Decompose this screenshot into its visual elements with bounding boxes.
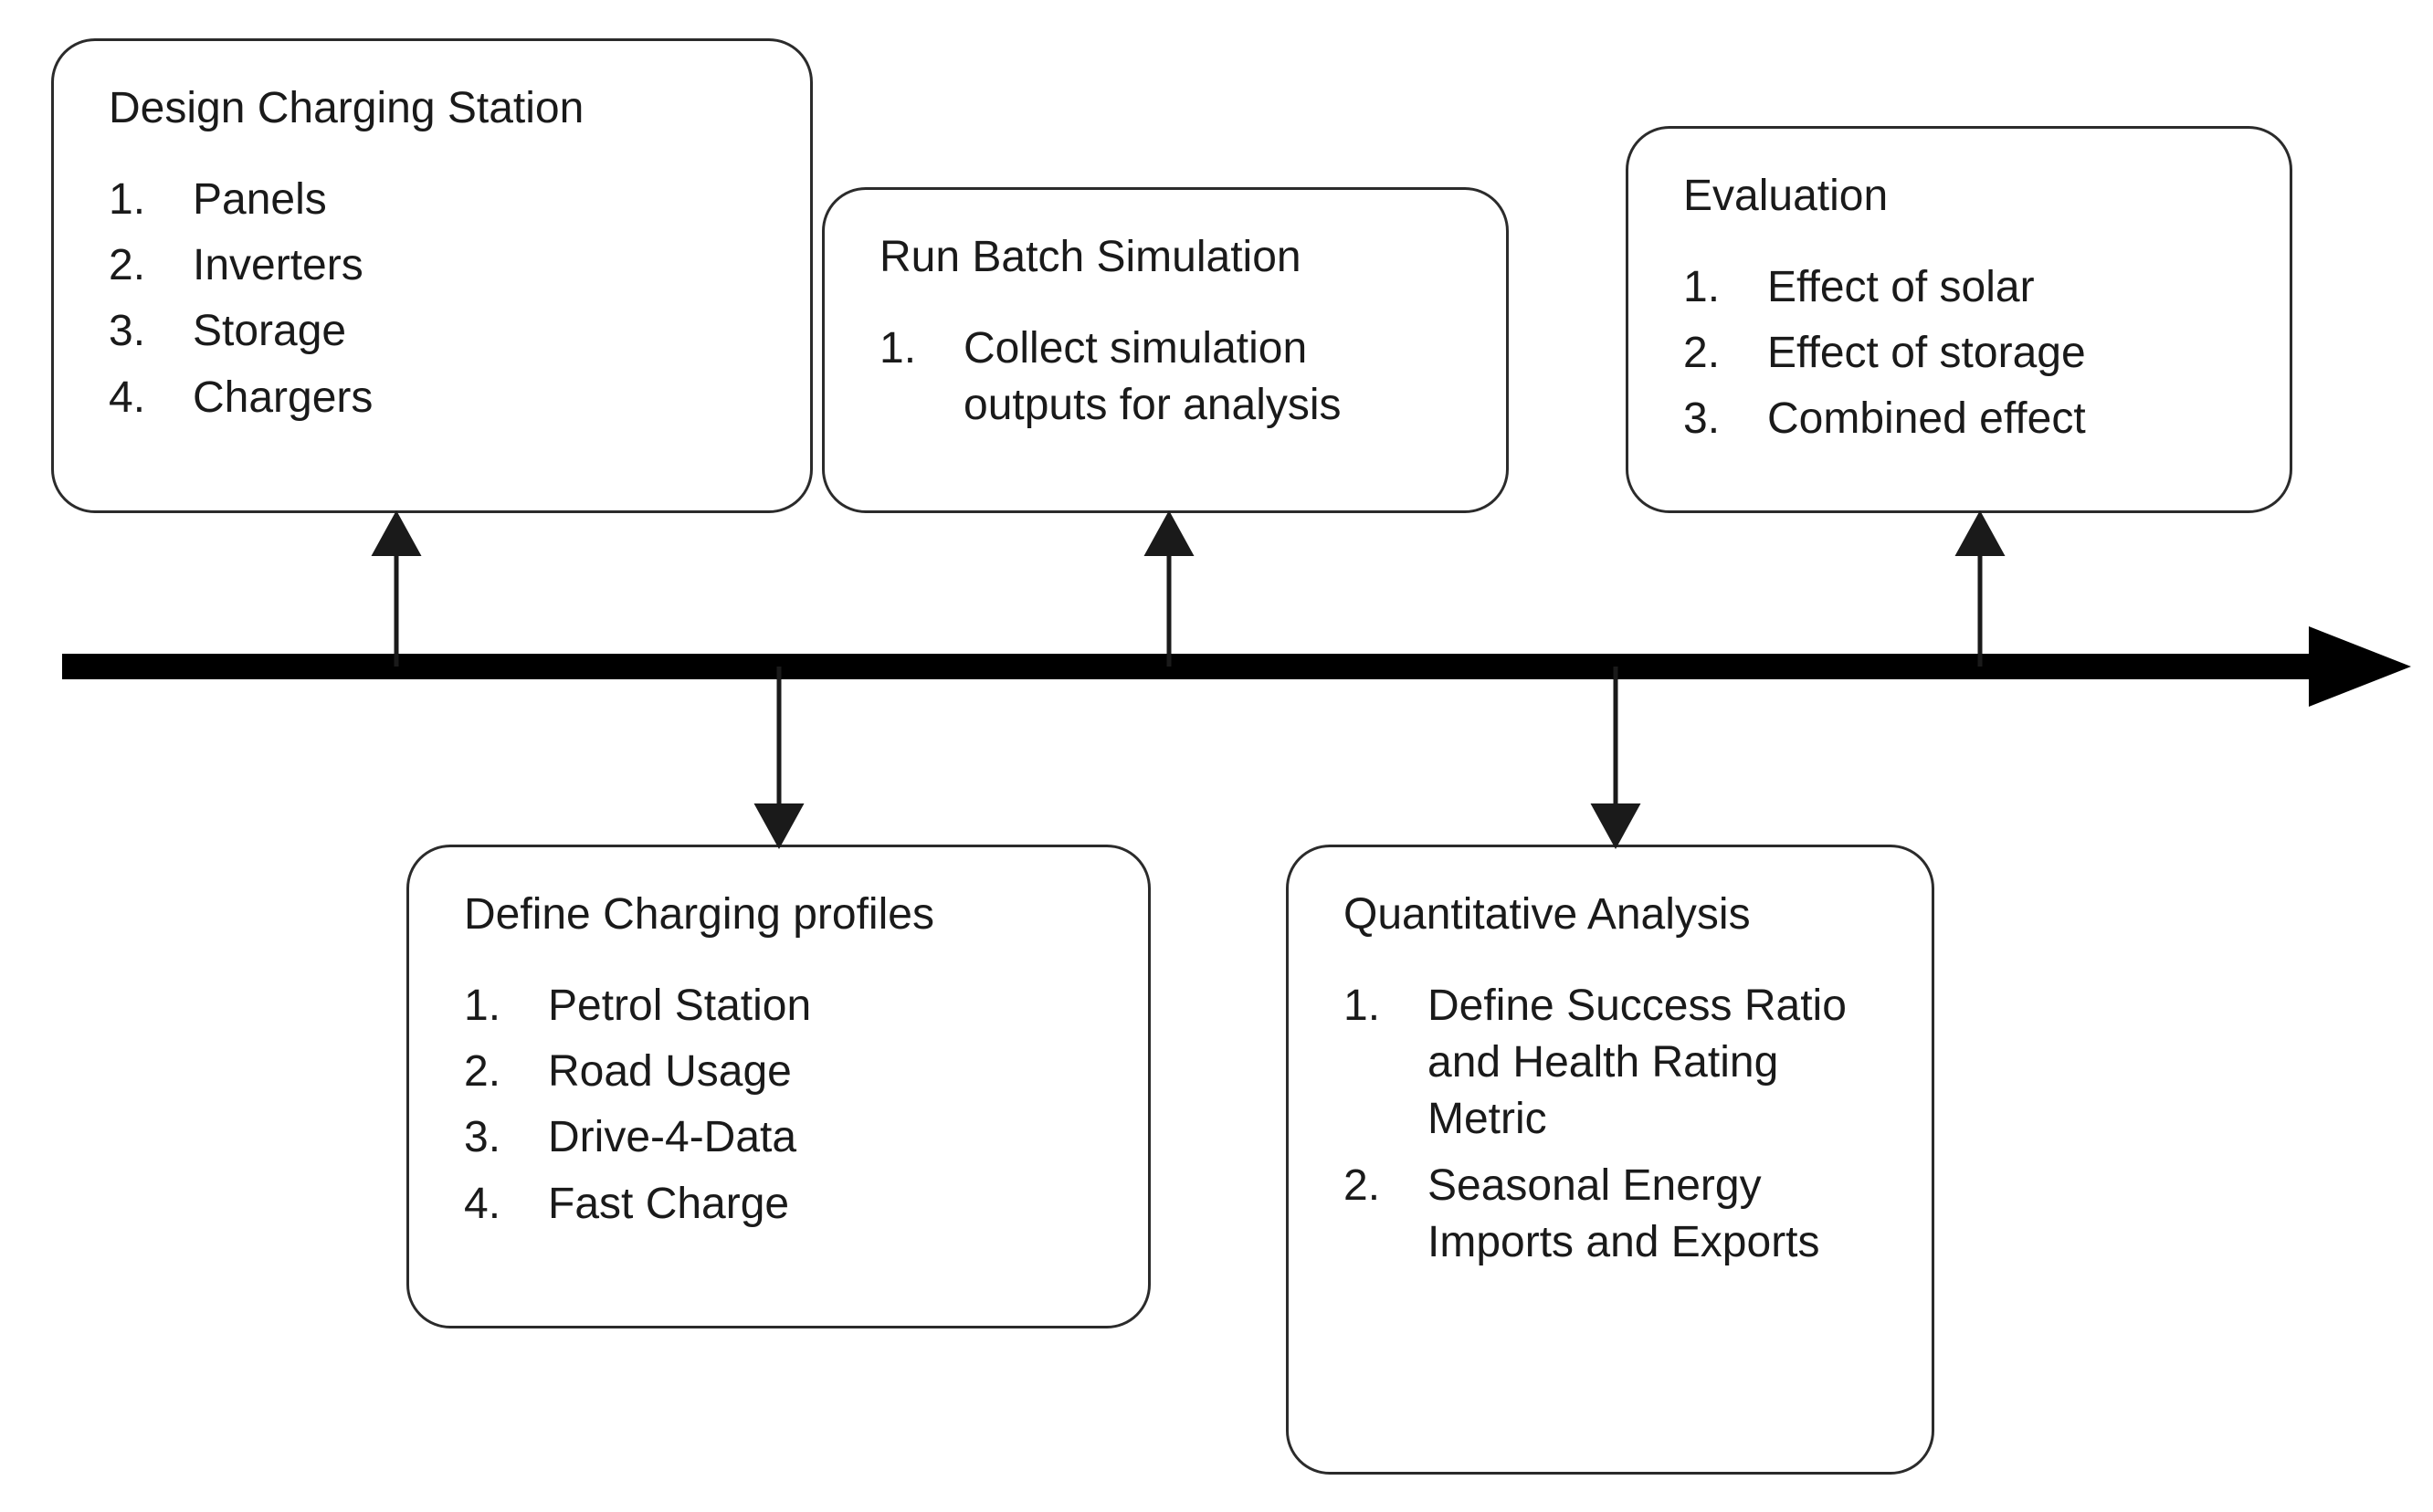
node-run-batch-simulation[interactable]: Run Batch Simulation 1. Collect simulati…	[822, 187, 1509, 513]
list-item-number: 2.	[1343, 1160, 1381, 1210]
node-title: Evaluation	[1683, 172, 1889, 220]
node-title: Design Charging Station	[109, 84, 585, 132]
list-item-text: Petrol Station	[548, 981, 812, 1030]
node-quantitative-analysis[interactable]: Quantitative Analysis 1. Define Success …	[1286, 845, 1934, 1475]
list-item-text: Combined effect	[1767, 394, 2086, 444]
list-item-number: 4.	[109, 373, 146, 422]
node-item-list: 1. Panels 2. Inverters 3. Storage 4. Cha…	[109, 172, 761, 427]
node-evaluation[interactable]: Evaluation 1. Effect of solar 2. Effect …	[1626, 126, 2292, 513]
node-item-list: 1. Effect of solar 2. Effect of storage …	[1683, 259, 2240, 448]
list-item-number: 2.	[464, 1047, 501, 1097]
list-item: 3. Combined effect	[1683, 391, 2240, 447]
list-item-number: 1.	[1683, 262, 1721, 311]
list-item-number: 3.	[109, 307, 146, 356]
list-item-text: Panels	[193, 174, 327, 224]
list-item-number: 1.	[1343, 981, 1381, 1030]
list-item: 1. Collect simulation outputs for analys…	[879, 320, 1457, 435]
list-item-number: 3.	[464, 1113, 501, 1162]
list-item-number: 1.	[879, 323, 917, 373]
list-item: 2. Effect of storage	[1683, 325, 2240, 382]
list-item-number: 1.	[464, 981, 501, 1030]
list-item-text: Chargers	[193, 373, 374, 422]
list-item: 3. Drive-4-Data	[464, 1109, 1099, 1166]
list-item-number: 4.	[464, 1179, 501, 1228]
list-item: 2. Road Usage	[464, 1044, 1099, 1100]
list-item-text: Define Success Ratio and Health Rating M…	[1427, 981, 1847, 1144]
list-item-number: 2.	[109, 241, 146, 290]
list-item-text: Seasonal Energy Imports and Exports	[1427, 1160, 1820, 1267]
list-item-text: Storage	[193, 307, 347, 356]
list-item-text: Drive-4-Data	[548, 1113, 797, 1162]
list-item-number: 2.	[1683, 329, 1721, 378]
node-design-charging-station[interactable]: Design Charging Station 1. Panels 2. Inv…	[51, 38, 813, 513]
list-item-text: Road Usage	[548, 1047, 792, 1097]
node-title: Quantitative Analysis	[1343, 890, 1751, 939]
node-title: Define Charging profiles	[464, 890, 934, 939]
node-title: Run Batch Simulation	[879, 233, 1301, 281]
list-item: 1. Panels	[109, 172, 761, 228]
list-item-text: Inverters	[193, 241, 363, 290]
list-item: 4. Fast Charge	[464, 1176, 1099, 1233]
list-item: 1. Petrol Station	[464, 978, 1099, 1034]
list-item-text: Fast Charge	[548, 1179, 790, 1228]
list-item: 1. Define Success Ratio and Health Ratin…	[1343, 978, 1882, 1149]
main-timeline-arrow	[62, 626, 2411, 707]
list-item: 1. Effect of solar	[1683, 259, 2240, 316]
list-item: 4. Chargers	[109, 370, 761, 426]
list-item: 3. Storage	[109, 303, 761, 360]
list-item: 2. Inverters	[109, 237, 761, 294]
node-item-list: 1. Define Success Ratio and Health Ratin…	[1343, 978, 1882, 1272]
list-item-text: Effect of storage	[1767, 329, 2086, 378]
list-item-text: Collect simulation outputs for analysis	[964, 323, 1342, 430]
list-item-number: 3.	[1683, 394, 1721, 444]
node-item-list: 1. Collect simulation outputs for analys…	[879, 320, 1457, 435]
list-item-text: Effect of solar	[1767, 262, 2035, 311]
node-item-list: 1. Petrol Station 2. Road Usage 3. Drive…	[464, 978, 1099, 1234]
list-item-number: 1.	[109, 174, 146, 224]
list-item: 2. Seasonal Energy Imports and Exports	[1343, 1158, 1882, 1272]
node-define-charging-profiles[interactable]: Define Charging profiles 1. Petrol Stati…	[406, 845, 1151, 1328]
